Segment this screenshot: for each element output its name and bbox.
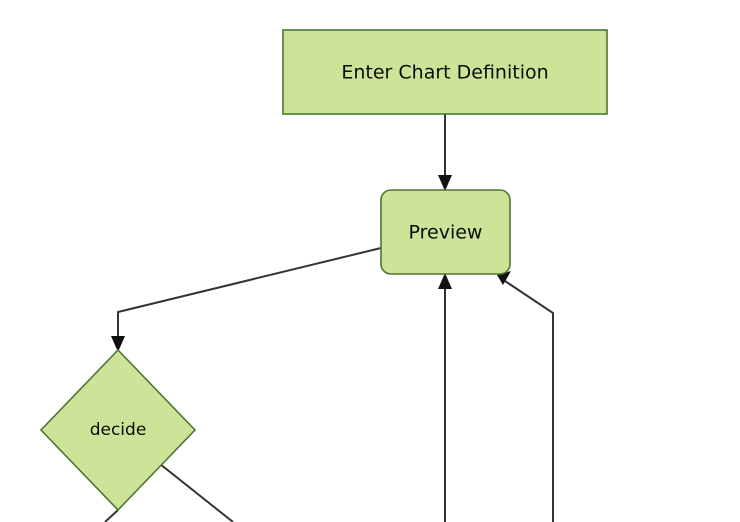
- node-layer: Enter Chart Definition Preview decide: [39, 29, 608, 512]
- node-shape-diamond: [39, 348, 197, 512]
- node-shape-rectangle: [282, 29, 608, 115]
- node-enter-chart-definition[interactable]: Enter Chart Definition: [282, 29, 608, 115]
- node-shape-rounded-rectangle: [380, 189, 511, 275]
- edge-return-right-to-preview[interactable]: [497, 271, 554, 522]
- edge-decide-out-right[interactable]: [159, 463, 234, 522]
- node-preview[interactable]: Preview: [380, 189, 511, 275]
- edge-line: [117, 247, 382, 340]
- edge-enter-to-preview[interactable]: [438, 114, 452, 191]
- edge-line: [504, 280, 554, 522]
- edge-decide-out-left[interactable]: [104, 509, 119, 522]
- edge-layer: [104, 114, 554, 522]
- arrowhead-icon: [438, 273, 452, 289]
- edge-line: [104, 509, 119, 522]
- node-label-preview: Preview: [409, 222, 483, 244]
- node-decide[interactable]: decide: [39, 348, 197, 512]
- arrowhead-icon: [111, 336, 125, 352]
- node-label-enter-chart-definition: Enter Chart Definition: [341, 62, 548, 84]
- node-label-decide: decide: [90, 420, 147, 440]
- edge-line: [159, 463, 234, 522]
- arrowhead-icon: [438, 175, 452, 191]
- edge-preview-to-decide[interactable]: [111, 247, 382, 352]
- edge-return-center-to-preview[interactable]: [438, 273, 452, 522]
